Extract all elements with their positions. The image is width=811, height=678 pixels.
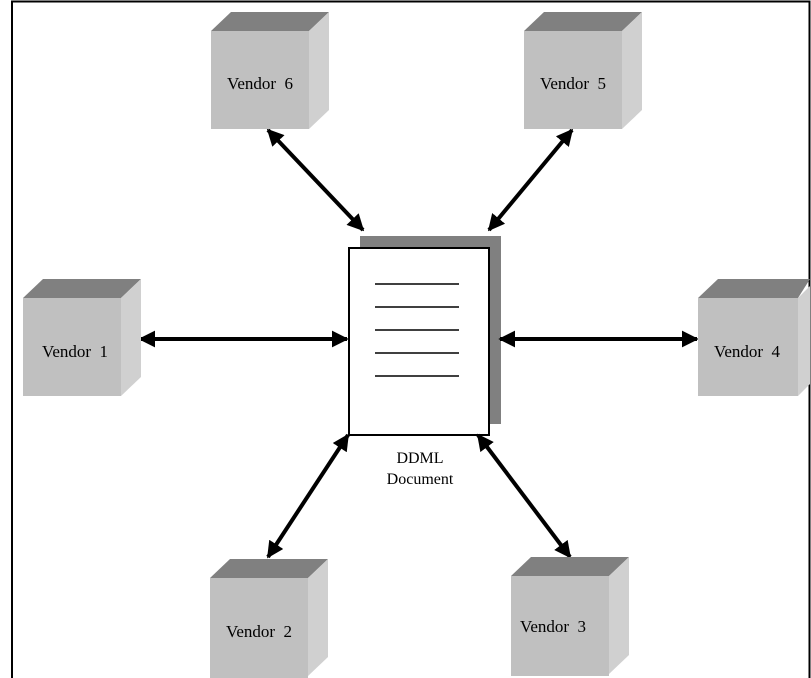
vendor-2-node: Vendor 2 <box>210 559 328 678</box>
vendor-2-label: Vendor 2 <box>226 622 292 641</box>
arrow-document-vendor-3 <box>476 433 572 559</box>
vendor-3-label: Vendor 3 <box>520 617 586 636</box>
document-caption-line2: Document <box>387 471 454 488</box>
ddml-document: DDML Document <box>348 236 501 488</box>
cube-top-face <box>698 279 810 298</box>
document-caption-line1: DDML <box>396 450 443 467</box>
cube-top-face <box>211 12 329 31</box>
vendor-3-node: Vendor 3 <box>511 557 629 676</box>
cube-front-face <box>698 298 798 396</box>
cube-front-face <box>511 576 609 676</box>
vendor-4-node: Vendor 4 <box>698 279 810 396</box>
arrow-document-vendor-2 <box>266 433 350 559</box>
vendor-1-node: Vendor 1 <box>23 279 141 396</box>
cube-front-face <box>23 298 121 396</box>
cube-front-face <box>524 31 622 129</box>
cube-top-face <box>210 559 328 578</box>
arrow-document-vendor-6 <box>266 128 365 232</box>
vendor-1-label: Vendor 1 <box>42 342 108 361</box>
cube-side-face <box>609 557 629 674</box>
vendor-5-label: Vendor 5 <box>540 74 606 93</box>
arrow-document-vendor-5 <box>487 128 574 232</box>
vendor-5-node: Vendor 5 <box>524 12 642 129</box>
cube-side-face <box>308 559 328 676</box>
document-page <box>348 247 490 436</box>
cube-top-face <box>511 557 629 576</box>
vendor-6-node: Vendor 6 <box>211 12 329 129</box>
cube-front-face <box>210 578 308 678</box>
cube-top-face <box>23 279 141 298</box>
vendor-6-label: Vendor 6 <box>227 74 293 93</box>
cube-side-face <box>121 279 141 396</box>
vendor-4-label: Vendor 4 <box>714 342 781 361</box>
cube-top-face <box>524 12 642 31</box>
cube-side-face <box>309 12 329 129</box>
cube-side-face <box>622 12 642 129</box>
cube-side-face <box>798 286 810 396</box>
cube-front-face <box>211 31 309 129</box>
